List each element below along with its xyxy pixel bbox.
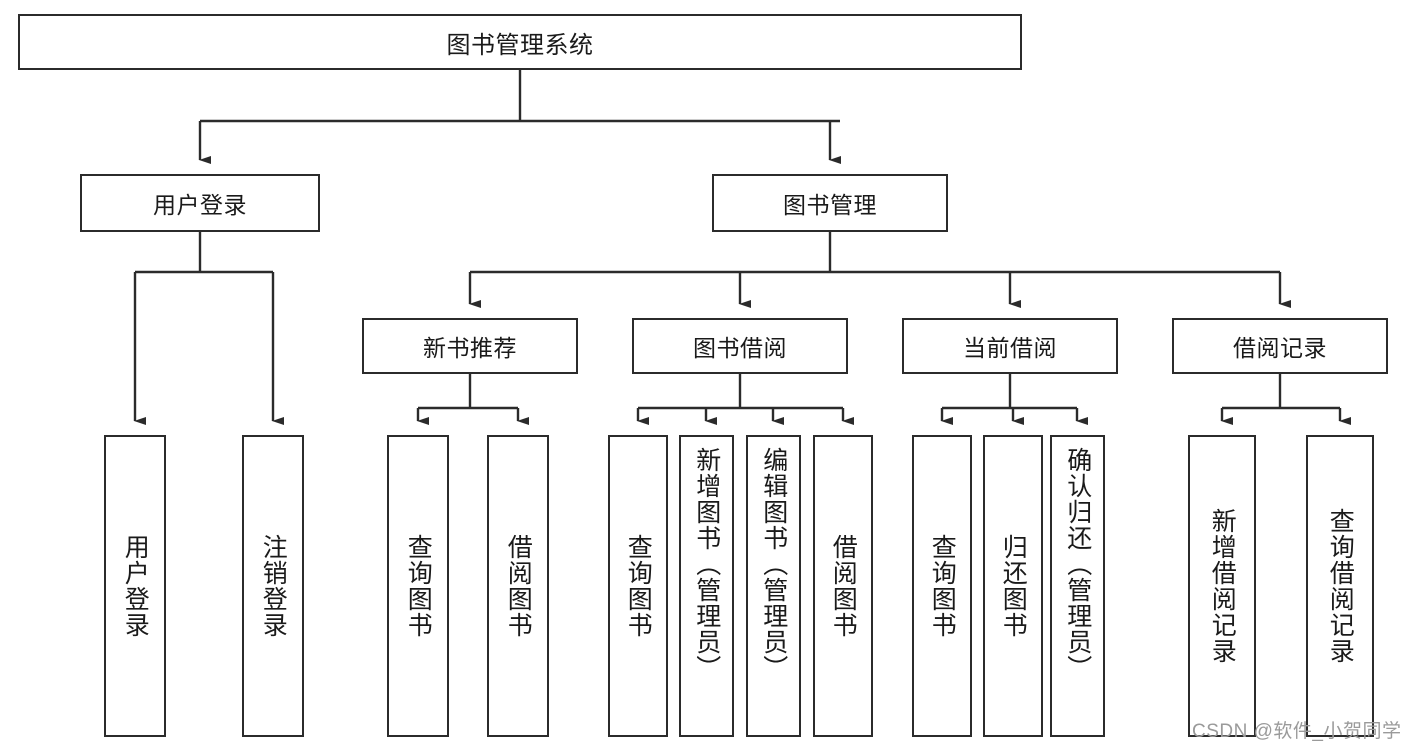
leaf-user-login[interactable]: 用户登录 <box>104 435 166 737</box>
node-new-book-recommendation[interactable]: 新书推荐 <box>362 318 578 374</box>
node-label: 图书管理 <box>783 192 877 218</box>
leaf-borrow-book[interactable]: 借阅图书 <box>813 435 873 737</box>
node-book-management-system[interactable]: 图书管理系统 <box>18 14 1022 70</box>
leaf-label: 用户登录 <box>121 534 150 638</box>
leaf-add-book-admin[interactable]: 新增图书（管理员） <box>679 435 734 737</box>
node-current-borrow[interactable]: 当前借阅 <box>902 318 1118 374</box>
node-label: 图书借阅 <box>693 335 787 361</box>
leaf-add-borrow-record[interactable]: 新增借阅记录 <box>1188 435 1256 737</box>
leaf-return-book[interactable]: 归还图书 <box>983 435 1043 737</box>
node-label: 用户登录 <box>153 192 247 218</box>
leaf-query-borrow-record[interactable]: 查询借阅记录 <box>1306 435 1374 737</box>
leaf-label: 借阅图书 <box>504 534 533 638</box>
node-book-manage[interactable]: 图书管理 <box>712 174 948 232</box>
node-book-borrow[interactable]: 图书借阅 <box>632 318 848 374</box>
node-label: 新书推荐 <box>423 335 517 361</box>
node-user-login[interactable]: 用户登录 <box>80 174 320 232</box>
leaf-label: 查询图书 <box>928 534 957 638</box>
leaf-label: 查询图书 <box>404 534 433 638</box>
leaf-label: 查询借阅记录 <box>1326 508 1355 664</box>
leaf-label: 借阅图书 <box>829 534 858 638</box>
watermark-text: CSDN @软件_小贺同学 <box>1192 721 1402 742</box>
leaf-query-book-current[interactable]: 查询图书 <box>912 435 972 737</box>
leaf-confirm-return-admin[interactable]: 确认归还（管理员） <box>1050 435 1105 737</box>
node-label: 借阅记录 <box>1233 335 1327 361</box>
leaf-label: 新增借阅记录 <box>1208 508 1237 664</box>
leaf-label: 编辑图书（管理员） <box>759 447 788 681</box>
leaf-query-book-borrow[interactable]: 查询图书 <box>608 435 668 737</box>
leaf-edit-book-admin[interactable]: 编辑图书（管理员） <box>746 435 801 737</box>
leaf-borrow-book-recommendation[interactable]: 借阅图书 <box>487 435 549 737</box>
leaf-label: 新增图书（管理员） <box>692 447 721 681</box>
leaf-label: 查询图书 <box>624 534 653 638</box>
node-borrow-record[interactable]: 借阅记录 <box>1172 318 1388 374</box>
leaf-label: 归还图书 <box>999 534 1028 638</box>
node-label: 当前借阅 <box>963 335 1057 361</box>
csdn-watermark: CSDN @软件_小贺同学 <box>1192 716 1401 743</box>
leaf-label: 确认归还（管理员） <box>1063 447 1092 681</box>
leaf-query-book-recommendation[interactable]: 查询图书 <box>387 435 449 737</box>
leaf-label: 注销登录 <box>259 534 288 638</box>
node-label: 图书管理系统 <box>446 31 594 59</box>
leaf-logout[interactable]: 注销登录 <box>242 435 304 737</box>
